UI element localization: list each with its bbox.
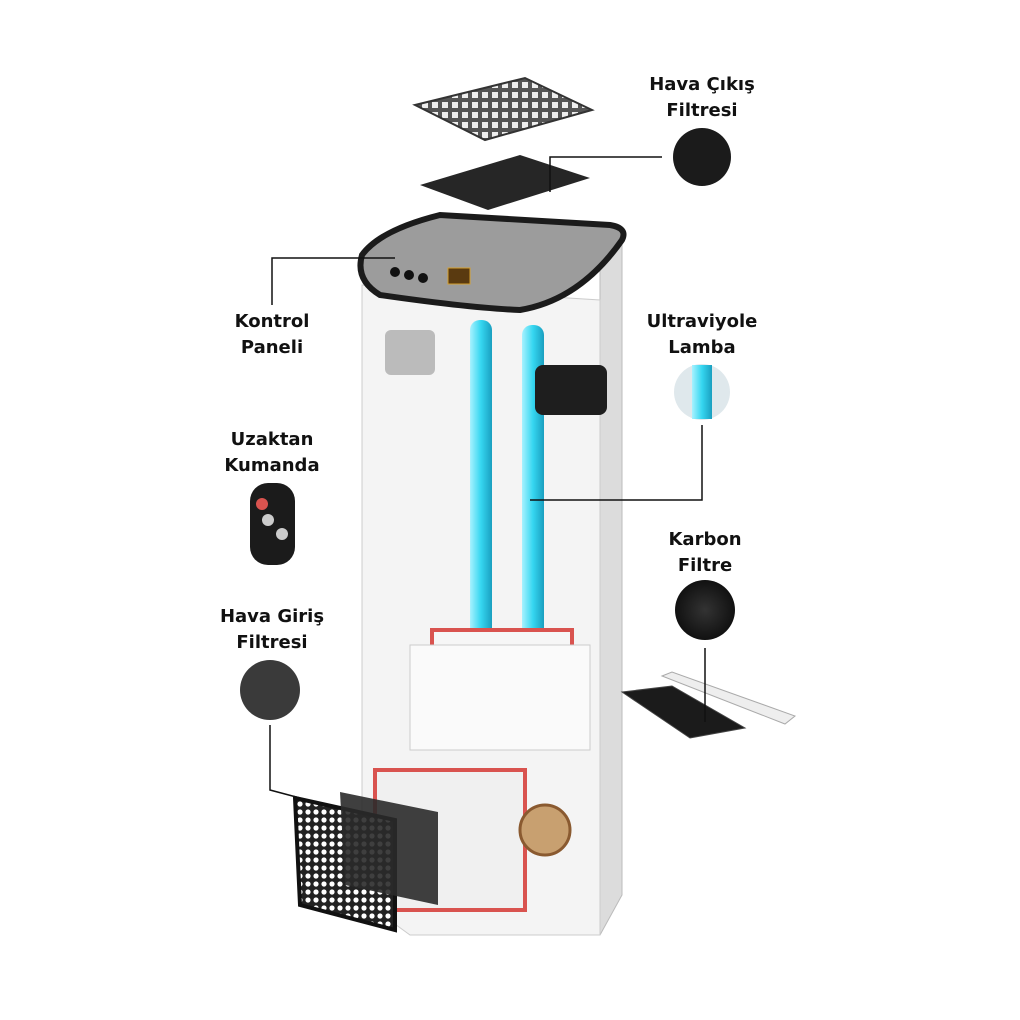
label-line: Filtre	[677, 555, 733, 576]
remote-button	[262, 514, 274, 526]
outlet-filter-leader	[549, 156, 662, 192]
tower-handle	[385, 330, 435, 375]
carbon-filter-tray	[620, 685, 747, 739]
inlet-filter-leader	[269, 725, 301, 799]
tower-side	[599, 231, 623, 936]
label-line: Hava Çıkış	[649, 74, 755, 95]
label-line: Kontrol	[234, 311, 310, 332]
lamp-holder	[535, 365, 607, 415]
inlet-filter-swatch	[240, 660, 300, 720]
label-carbon-filter: Karbon Filtre	[625, 527, 785, 579]
label-line: Uzaktan	[230, 429, 314, 450]
uv-lamp-swatch-glow	[692, 365, 712, 419]
remote-button	[276, 528, 288, 540]
label-line: Kumanda	[224, 455, 320, 476]
label-outlet-filter: Hava Çıkış Filtresi	[622, 72, 782, 124]
outlet-filter-swatch	[673, 128, 731, 186]
label-line: Filtresi	[236, 632, 308, 653]
top-grille	[412, 76, 595, 142]
label-line: Filtresi	[666, 100, 738, 121]
control-panel	[357, 211, 627, 314]
panel-button[interactable]	[390, 267, 400, 277]
label-uv-lamp: Ultraviyole Lamba	[622, 309, 782, 361]
remote-power-button	[256, 498, 268, 510]
panel-button[interactable]	[418, 273, 428, 283]
label-remote: Uzaktan Kumanda	[192, 427, 352, 479]
motor	[518, 803, 572, 857]
label-line: Hava Giriş	[219, 606, 325, 627]
label-line: Karbon	[668, 529, 742, 550]
label-control-panel: Kontrol Paneli	[192, 309, 352, 361]
carbon-filter-swatch	[675, 580, 735, 640]
carbon-filter-cover	[660, 671, 797, 725]
fan-housing	[409, 644, 591, 751]
label-line: Ultraviyole	[646, 311, 758, 332]
label-line: Lamba	[668, 337, 736, 358]
display	[447, 267, 471, 285]
uv-lamp-1	[470, 320, 492, 660]
outlet-filter-pad	[420, 155, 590, 210]
control-panel-leader	[271, 257, 395, 305]
panel-button[interactable]	[404, 270, 414, 280]
label-line: Paneli	[240, 337, 304, 358]
uv-lamp-leader	[530, 425, 703, 501]
remote-control	[250, 483, 295, 565]
label-inlet-filter: Hava Giriş Filtresi	[192, 604, 352, 656]
inlet-filter-pad	[340, 792, 438, 905]
